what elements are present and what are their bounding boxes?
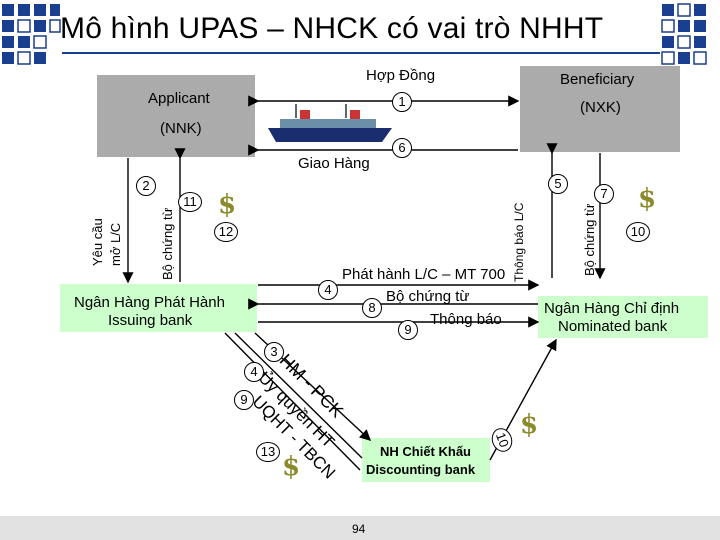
issuing-bank-box <box>60 284 257 332</box>
grid-logo-left <box>2 4 61 65</box>
notice-label: Thông báo <box>430 311 502 328</box>
step-2: 2 <box>136 176 156 196</box>
step-7: 7 <box>594 184 614 204</box>
delivery-label: Giao Hàng <box>298 155 370 172</box>
step-6: 6 <box>392 138 412 158</box>
step-10-right: 10 <box>626 222 650 242</box>
nominated-bank-box <box>538 296 708 338</box>
step-3: 3 <box>264 342 284 362</box>
discounting-bank-box <box>362 438 490 482</box>
nominated-bank-en: Nominated bank <box>558 318 668 335</box>
step-5: 5 <box>548 174 568 194</box>
money-icon-discount: $ <box>520 410 539 440</box>
title-divider <box>62 52 660 54</box>
request-lc-label-2: mở L/C <box>108 222 123 266</box>
step-8: 8 <box>362 298 382 318</box>
page-number: 94 <box>352 522 366 536</box>
step-4-top: 4 <box>318 280 338 300</box>
documents-label-right: Bộ chứng từ <box>582 203 597 276</box>
step-1: 1 <box>392 92 412 112</box>
step-4-bottom: 4 <box>244 362 264 382</box>
step-9-mid: 9 <box>398 320 418 340</box>
documents-mid-label: Bộ chứng từ <box>386 288 470 305</box>
page-title: Mô hình UPAS – NHCK có vai trò NHHT <box>60 12 604 45</box>
discounting-bank-vi: NH Chiết Khấu <box>380 444 471 459</box>
issuing-bank-en: Issuing bank <box>108 312 193 329</box>
money-icon-left: $ <box>218 190 237 220</box>
applicant-label: Applicant <box>148 90 210 107</box>
lc-notice-label: Thông báo L/C <box>512 202 526 282</box>
grid-logo-right <box>661 3 707 65</box>
discounting-bank-en: Discounting bank <box>366 462 476 477</box>
beneficiary-label: Beneficiary <box>560 71 635 88</box>
issue-lc-label: Phát hành L/C – MT 700 <box>342 266 506 283</box>
documents-label-left: Bộ chứng từ <box>160 207 175 280</box>
nominated-bank-vi: Ngân Hàng Chỉ định <box>544 300 680 317</box>
contract-label: Hợp Đồng <box>366 67 436 84</box>
issuing-bank-vi: Ngân Hàng Phát Hành <box>74 294 225 311</box>
request-lc-label-1: Yêu cầu <box>90 218 105 266</box>
step-13: 13 <box>256 442 280 462</box>
step-11: 11 <box>178 192 202 212</box>
step-9-bottom: 9 <box>234 390 254 410</box>
beneficiary-box <box>520 66 680 152</box>
money-icon-right: $ <box>638 184 657 214</box>
applicant-box <box>97 75 255 157</box>
money-icon-bottom: $ <box>282 452 301 482</box>
footer-bar <box>0 516 720 540</box>
beneficiary-code: (NXK) <box>580 99 621 116</box>
ship-icon <box>268 104 392 142</box>
applicant-code: (NNK) <box>160 120 202 137</box>
step-12: 12 <box>214 222 238 242</box>
